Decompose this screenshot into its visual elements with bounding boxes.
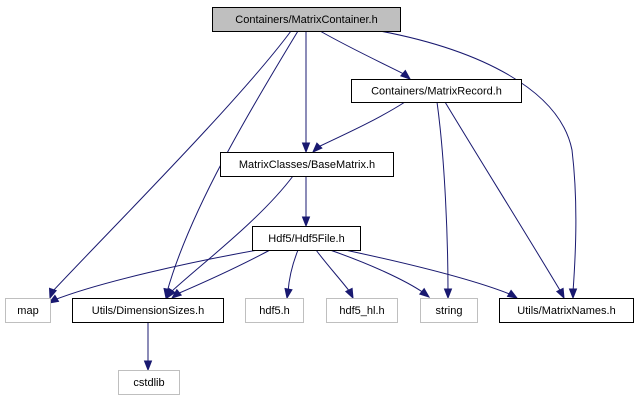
edge-line (170, 175, 294, 293)
edge-hdf5file-to-names (344, 249, 519, 299)
edge-base-to-dims (166, 175, 294, 300)
node-box (252, 226, 361, 251)
node-box (212, 7, 401, 32)
edge-line (53, 249, 259, 301)
edge-line (51, 30, 292, 293)
node-dims[interactable]: Utils/DimensionSizes.h (72, 298, 224, 323)
node-box (220, 152, 394, 177)
node-names[interactable]: Utils/MatrixNames.h (499, 298, 634, 323)
node-cstdlib: cstdlib (118, 370, 180, 395)
arrowhead (443, 288, 453, 300)
edge-base-to-hdf5file (301, 176, 311, 228)
node-layer: Containers/MatrixContainer.hContainers/M… (5, 7, 634, 395)
node-label: string (436, 305, 463, 317)
node-box (499, 298, 634, 323)
edge-line (287, 249, 299, 293)
node-box (72, 298, 224, 323)
edge-hdf5file-to-string (329, 249, 431, 298)
edge-layer (47, 30, 578, 372)
edge-root-to-map (48, 30, 292, 300)
node-label: map (17, 305, 38, 317)
arrowhead (143, 360, 153, 372)
edge-hdf5file-to-hdf5h (284, 249, 299, 300)
arrowhead (568, 288, 578, 300)
node-map: map (5, 298, 51, 323)
edge-hdf5file-to-hdf5hl (315, 249, 354, 300)
node-box (5, 298, 51, 323)
edge-line (444, 101, 562, 293)
arrowhead (301, 216, 311, 228)
arrowhead (284, 287, 293, 300)
arrowhead (344, 287, 354, 300)
arrowhead (47, 294, 60, 304)
edge-record-to-string (436, 101, 453, 300)
node-hdf5hl: hdf5_hl.h (326, 298, 398, 323)
node-string: string (420, 298, 478, 323)
edge-line (344, 249, 513, 296)
node-box (420, 298, 478, 323)
node-root[interactable]: Containers/MatrixContainer.h (212, 7, 401, 32)
node-label: Containers/MatrixContainer.h (235, 14, 377, 26)
edge-dims-to-cstdlib (143, 322, 153, 372)
node-label: MatrixClasses/BaseMatrix.h (239, 159, 375, 171)
node-label: Utils/MatrixNames.h (517, 305, 615, 317)
arrowhead (399, 69, 412, 80)
edge-root-to-base (301, 31, 311, 154)
edge-hdf5file-to-dims (170, 249, 271, 299)
arrowhead (312, 142, 323, 153)
node-hdf5file[interactable]: Hdf5/Hdf5File.h (252, 226, 361, 251)
node-label: cstdlib (133, 377, 164, 389)
node-box (326, 298, 398, 323)
edge-line (379, 30, 577, 293)
edge-line (317, 101, 406, 148)
node-box (351, 79, 522, 103)
arrowhead (301, 142, 311, 154)
node-record[interactable]: Containers/MatrixRecord.h (351, 79, 522, 103)
arrowhead (170, 288, 183, 299)
node-label: hdf5.h (259, 305, 290, 317)
arrowhead (48, 287, 58, 300)
node-box (245, 298, 304, 323)
edge-line (329, 249, 425, 294)
edge-root-to-names (379, 30, 578, 300)
node-hdf5h: hdf5.h (245, 298, 304, 323)
edge-root-to-record (319, 30, 412, 80)
edge-line (176, 249, 271, 295)
node-label: Containers/MatrixRecord.h (371, 86, 502, 98)
edge-line (436, 101, 449, 293)
node-label: Hdf5/Hdf5File.h (268, 233, 344, 245)
node-box (118, 370, 180, 395)
node-label: hdf5_hl.h (339, 305, 384, 317)
arrowhead (166, 287, 176, 300)
edge-line (315, 249, 351, 293)
node-base[interactable]: MatrixClasses/BaseMatrix.h (220, 152, 394, 177)
arrowhead (418, 287, 431, 298)
arrowhead (555, 287, 565, 300)
arrowhead (506, 289, 519, 299)
edge-record-to-names (444, 101, 565, 300)
edge-record-to-base (312, 101, 406, 153)
edge-line (319, 30, 405, 75)
node-label: Utils/DimensionSizes.h (92, 305, 204, 317)
edge-hdf5file-to-map (47, 249, 259, 304)
